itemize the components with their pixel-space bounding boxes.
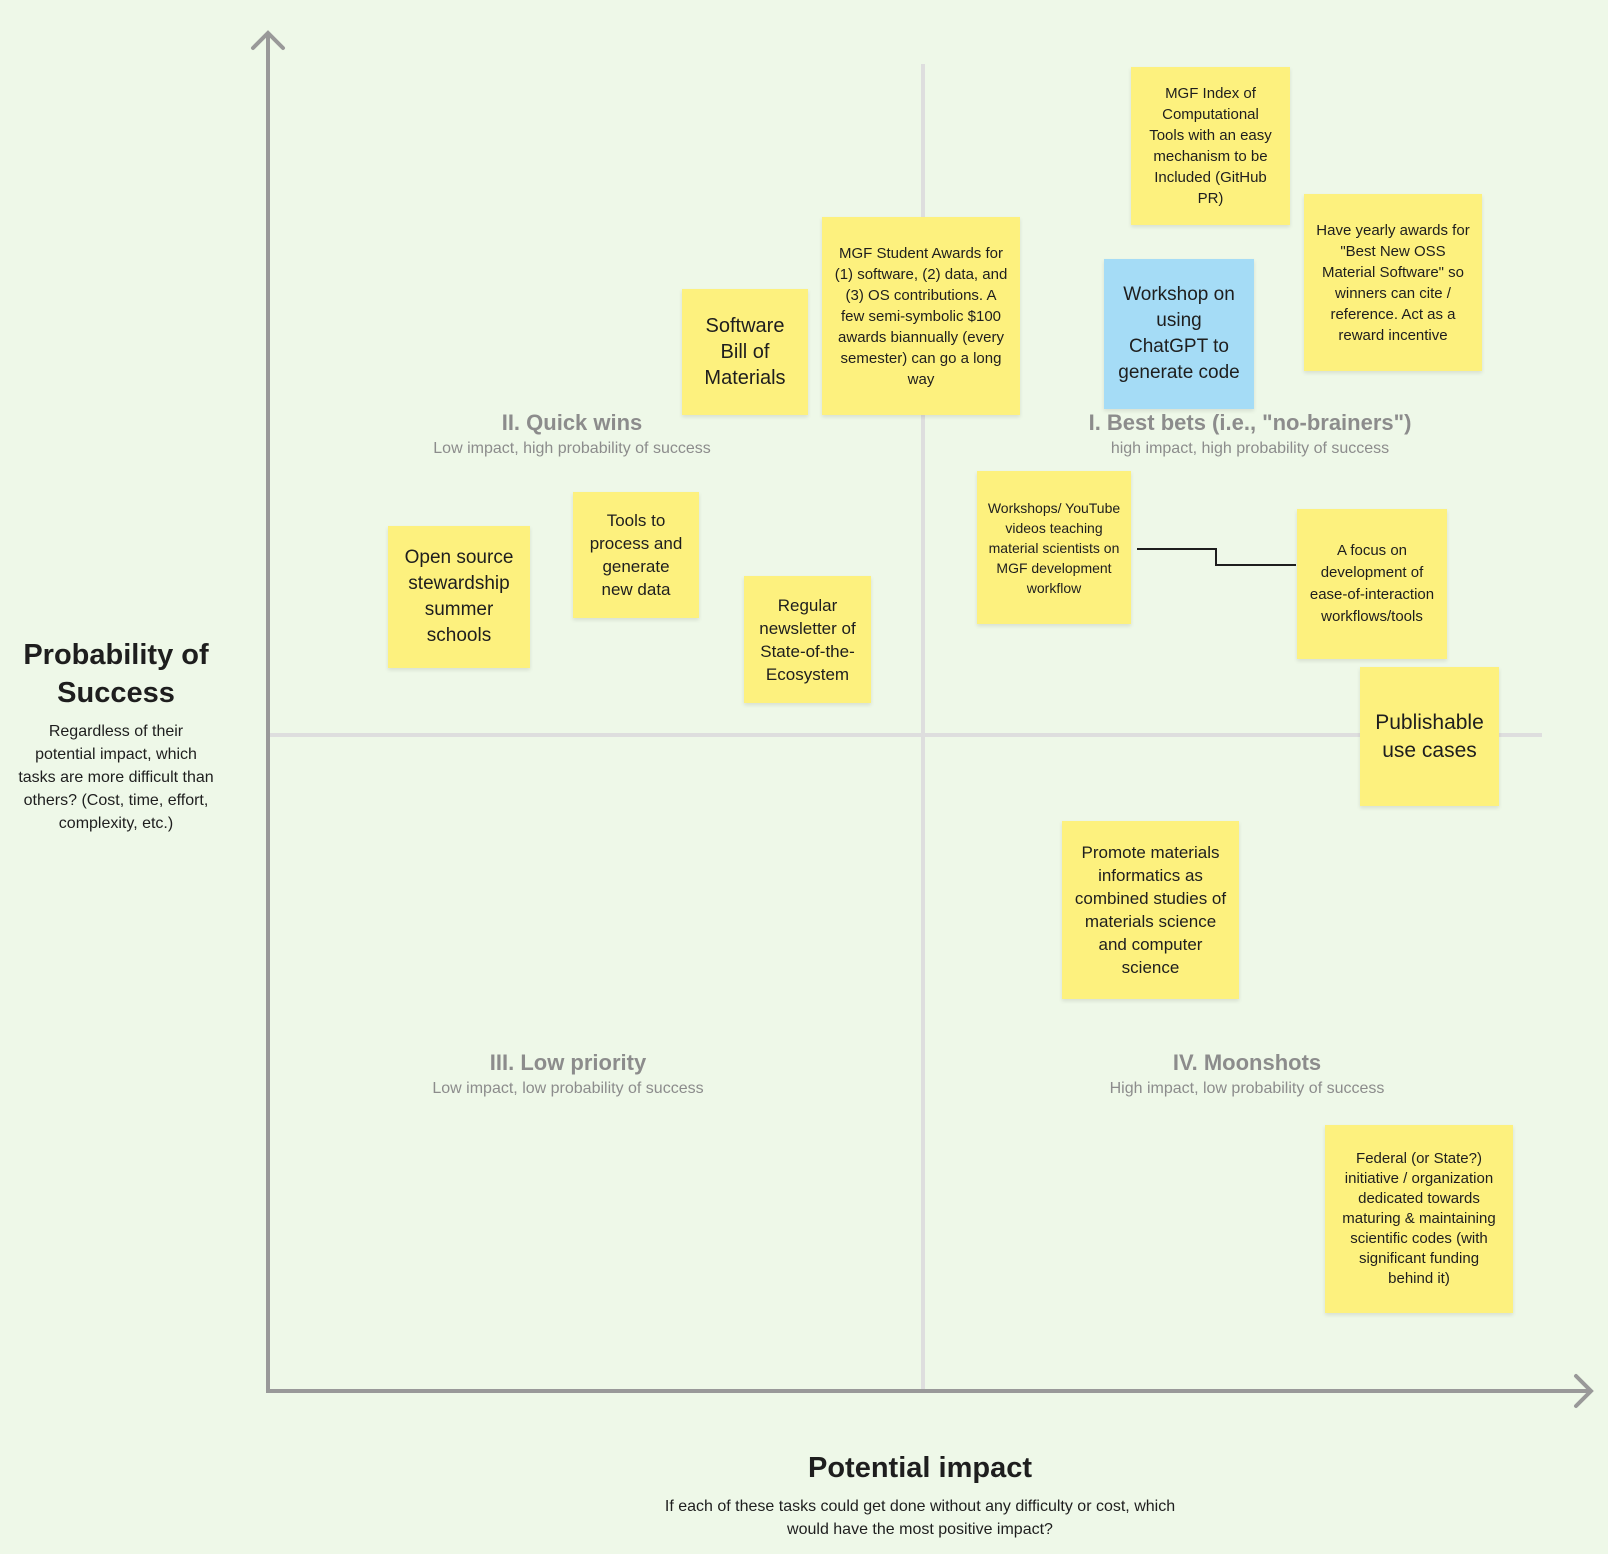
sticky-note-text: Publishable use cases — [1375, 710, 1484, 762]
x-axis-arrowhead — [1574, 1374, 1594, 1408]
quadrant-best-bets: I. Best bets (i.e., "no-brainers") high … — [1030, 409, 1470, 461]
sticky-note-promote-informatics[interactable]: Promote materials informatics as combine… — [1062, 821, 1239, 999]
sticky-note-ease-of-interaction[interactable]: A focus on development of ease-of-intera… — [1297, 509, 1447, 659]
sticky-note-text: Promote materials informatics as combine… — [1074, 843, 1227, 977]
quadrant-low-priority: III. Low priority Low impact, low probab… — [400, 1049, 736, 1101]
connector-line — [1137, 548, 1296, 566]
sticky-note-newsletter[interactable]: Regular newsletter of State-of-the-Ecosy… — [744, 576, 871, 703]
sticky-note-text: Workshops/ YouTube videos teaching mater… — [987, 499, 1121, 596]
x-axis-description: If each of these tasks could get done wi… — [664, 1498, 1176, 1538]
sticky-note-student-awards[interactable]: MGF Student Awards for (1) software, (2)… — [822, 217, 1020, 415]
quadrant-quick-wins: II. Quick wins Low impact, high probabil… — [400, 409, 744, 461]
quadrant-title: II. Quick wins — [501, 410, 643, 435]
quadrant-title: IV. Moonshots — [1172, 1050, 1322, 1075]
y-axis-label: Probability of Success Regardless of the… — [18, 636, 214, 835]
y-axis-description: Regardless of their potential impact, wh… — [18, 723, 214, 832]
sticky-note-chatgpt-workshop[interactable]: Workshop on using ChatGPT to generate co… — [1104, 259, 1254, 409]
sticky-note-open-source-schools[interactable]: Open source stewardship summer schools — [388, 526, 530, 668]
sticky-note-text: MGF Student Awards for (1) software, (2)… — [834, 244, 1008, 388]
quadrant-subtitle: High impact, low probability of success — [1109, 1080, 1385, 1097]
sticky-note-text: Tools to process and generate new data — [589, 511, 683, 599]
sticky-note-text: Federal (or State?) initiative / organiz… — [1342, 1150, 1496, 1287]
sticky-note-text: MGF Index of Computational Tools with an… — [1149, 85, 1272, 207]
sticky-note-software-bill[interactable]: Software Bill of Materials — [682, 289, 808, 415]
y-axis-title: Probability of Success — [23, 639, 209, 709]
sticky-note-text: Have yearly awards for "Best New OSS Mat… — [1316, 221, 1470, 344]
sticky-note-text: Software Bill of Materials — [704, 315, 786, 389]
sticky-note-publishable-use-cases[interactable]: Publishable use cases — [1360, 667, 1499, 806]
sticky-note-text: Regular newsletter of State-of-the-Ecosy… — [759, 595, 856, 684]
sticky-note-text: A focus on development of ease-of-intera… — [1309, 542, 1435, 625]
quadrant-subtitle: high impact, high probability of success — [1110, 440, 1390, 457]
sticky-note-text: Open source stewardship summer schools — [404, 547, 514, 646]
quadrant-subtitle: Low impact, low probability of success — [432, 1080, 704, 1097]
sticky-note-workshops-youtube[interactable]: Workshops/ YouTube videos teaching mater… — [977, 471, 1131, 624]
quadrant-moonshots: IV. Moonshots High impact, low probabili… — [1070, 1049, 1424, 1101]
sticky-note-tools-process[interactable]: Tools to process and generate new data — [573, 492, 699, 618]
quadrant-title: III. Low priority — [489, 1050, 647, 1075]
sticky-note-mgf-index[interactable]: MGF Index of Computational Tools with an… — [1131, 67, 1290, 225]
quadrant-title: I. Best bets (i.e., "no-brainers") — [1088, 410, 1412, 435]
x-axis-label: Potential impact If each of these tasks … — [660, 1450, 1180, 1541]
sticky-note-text: Workshop on using ChatGPT to generate co… — [1118, 284, 1240, 383]
sticky-note-yearly-awards[interactable]: Have yearly awards for "Best New OSS Mat… — [1304, 194, 1482, 371]
x-axis-title: Potential impact — [808, 1452, 1032, 1484]
y-axis-arrowhead — [251, 30, 285, 50]
sticky-note-federal-initiative[interactable]: Federal (or State?) initiative / organiz… — [1325, 1125, 1513, 1313]
quadrant-subtitle: Low impact, high probability of success — [433, 440, 711, 457]
